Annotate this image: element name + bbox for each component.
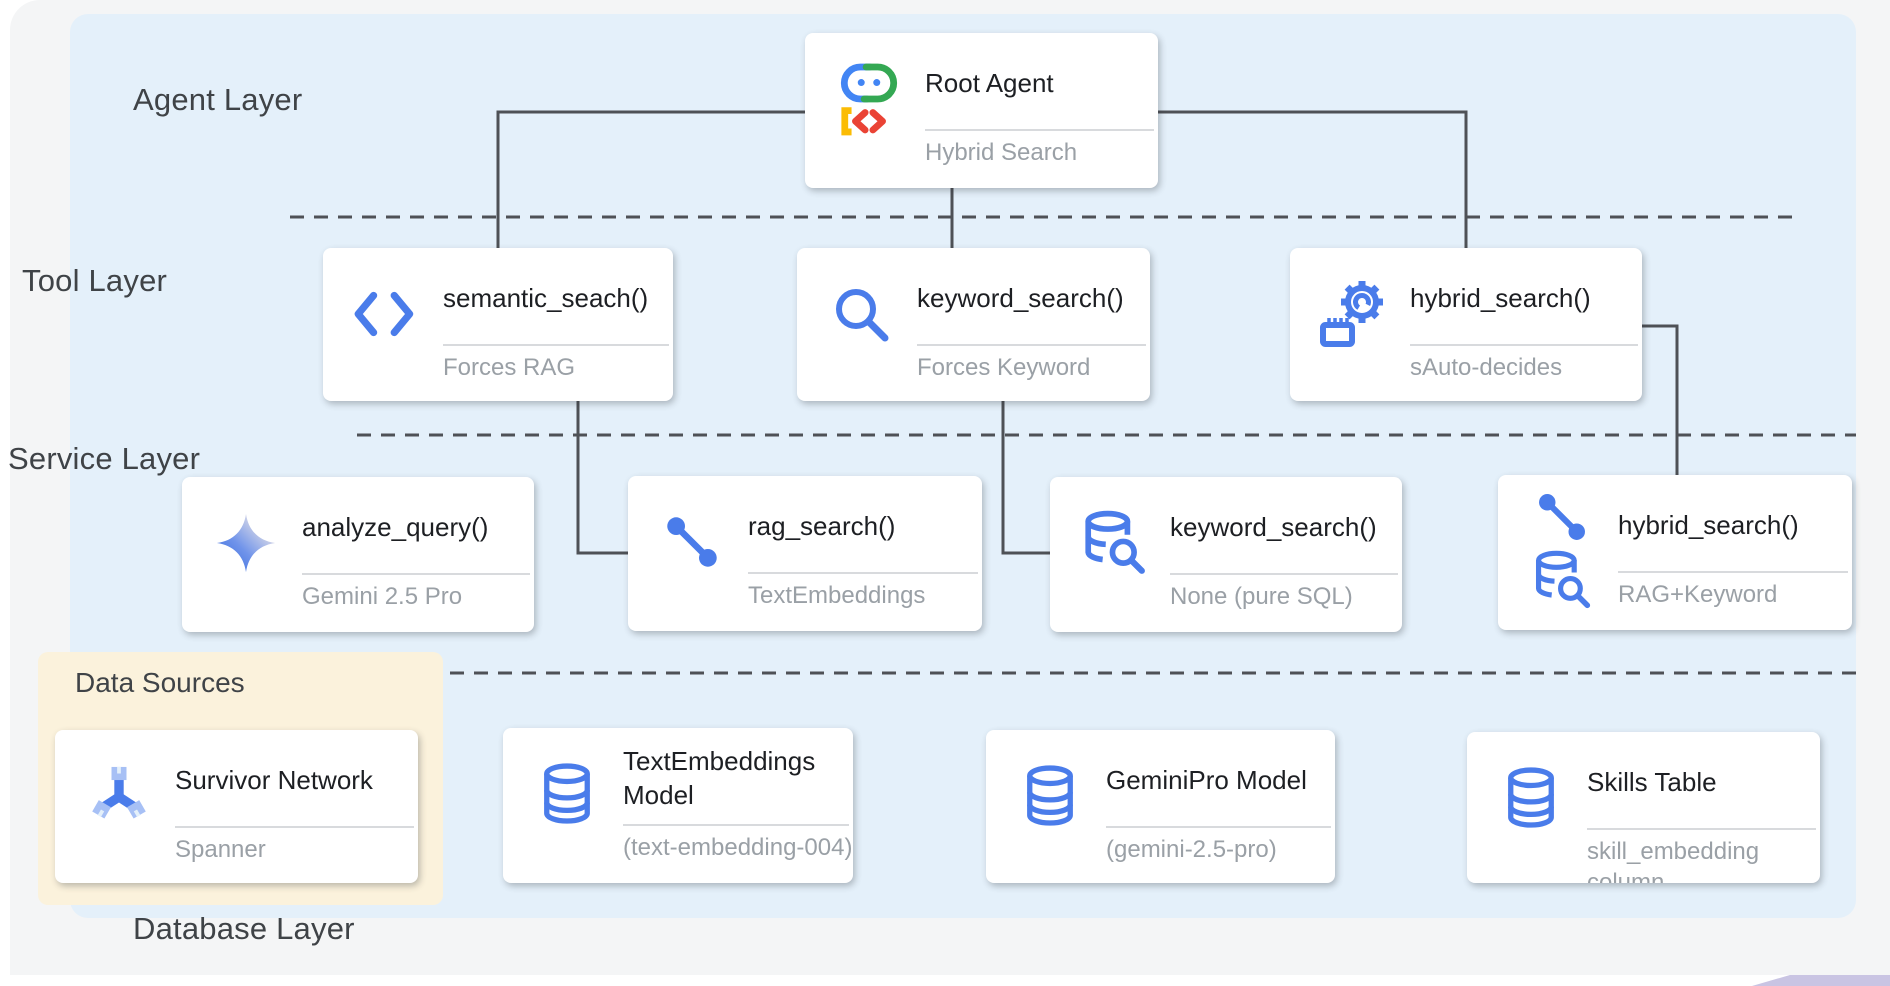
- database-icon: [519, 740, 615, 848]
- node-root-agent: Root Agent Hybrid Search: [805, 33, 1158, 188]
- node-subtitle: RAG+Keyword: [1618, 581, 1778, 608]
- node-subtitle: skill_embedding column: [1587, 838, 1760, 883]
- card-divider: [443, 344, 669, 346]
- database-icon: [1483, 744, 1579, 852]
- node-survivor-network: Survivor Network Spanner: [55, 730, 418, 883]
- node-subtitle: Forces RAG: [443, 354, 576, 381]
- node-title: rag_search(): [748, 511, 896, 541]
- magnifier-icon: [813, 260, 909, 368]
- adk-robot-icon: [821, 45, 917, 153]
- gemini-sparkle-icon: [198, 489, 294, 597]
- card-divider: [925, 129, 1154, 131]
- node-title: hybrid_search(): [1618, 510, 1799, 540]
- node-title: Survivor Network: [175, 765, 373, 795]
- node-title: analyze_query(): [302, 512, 489, 542]
- vector-line-icon: [1536, 491, 1588, 548]
- node-subtitle: None (pure SQL): [1170, 583, 1353, 610]
- node-text-embeddings-model: TextEmbeddings Model (text-embedding-004…: [503, 728, 853, 883]
- spanner-icon: [71, 742, 167, 850]
- node-gemini-pro-model: GeminiPro Model (gemini-2.5-pro): [986, 730, 1335, 883]
- node-hybrid-search-tool: hybrid_search() sAuto-decides: [1290, 248, 1642, 401]
- node-title: keyword_search(): [1170, 512, 1377, 542]
- card-divider: [917, 344, 1146, 346]
- database-search-icon: [1066, 489, 1162, 597]
- database-layer-label: Database Layer: [133, 911, 355, 946]
- node-subtitle: Gemini 2.5 Pro: [302, 583, 463, 610]
- hybrid-service-icons: [1514, 479, 1610, 627]
- card-divider: [1170, 573, 1398, 575]
- node-analyze-query-service: analyze_query() Gemini 2.5 Pro: [182, 477, 534, 632]
- database-search-icon: [1532, 550, 1592, 615]
- card-divider: [1587, 828, 1816, 830]
- card-divider: [175, 826, 414, 828]
- node-subtitle: (text-embedding-004): [623, 834, 853, 861]
- card-divider: [623, 824, 849, 826]
- database-icon: [1002, 742, 1098, 850]
- card-divider: [302, 573, 530, 575]
- tool-layer-label: Tool Layer: [22, 263, 168, 298]
- node-hybrid-search-service: hybrid_search() RAG+Keyword: [1498, 475, 1852, 630]
- data-sources-heading: Data Sources: [75, 667, 245, 698]
- node-title: GeminiPro Model: [1106, 765, 1307, 795]
- node-subtitle: (gemini-2.5-pro): [1106, 836, 1277, 863]
- node-title: Root Agent: [925, 68, 1054, 98]
- node-rag-search-service: rag_search() TextEmbeddings: [628, 476, 982, 631]
- agent-layer-label: Agent Layer: [133, 82, 303, 117]
- node-title: keyword_search(): [917, 283, 1124, 313]
- code-brackets-icon: [339, 260, 435, 368]
- card-divider: [748, 572, 978, 574]
- vector-line-icon: [644, 488, 740, 596]
- bottom-right-accent: [1752, 975, 1890, 986]
- node-subtitle: Spanner: [175, 836, 266, 863]
- node-subtitle: TextEmbeddings: [748, 582, 926, 609]
- node-semantic-search-tool: semantic_seach() Forces RAG: [323, 248, 673, 401]
- node-keyword-search-tool: keyword_search() Forces Keyword: [797, 248, 1150, 401]
- node-title: TextEmbeddings Model: [623, 746, 816, 810]
- node-skills-table: Skills Table skill_embedding column: [1467, 732, 1820, 883]
- card-divider: [1410, 344, 1638, 346]
- node-title: semantic_seach(): [443, 283, 649, 313]
- node-subtitle: sAuto-decides: [1410, 354, 1563, 381]
- node-subtitle: Hybrid Search: [925, 139, 1078, 166]
- service-layer-label: Service Layer: [8, 441, 201, 476]
- node-subtitle: Forces Keyword: [917, 354, 1091, 381]
- gear-manufacturing-icon: [1306, 260, 1402, 368]
- card-divider: [1618, 571, 1848, 573]
- node-title: hybrid_search(): [1410, 283, 1591, 313]
- node-title: Skills Table: [1587, 767, 1717, 797]
- card-divider: [1106, 826, 1331, 828]
- node-keyword-search-service: keyword_search() None (pure SQL): [1050, 477, 1402, 632]
